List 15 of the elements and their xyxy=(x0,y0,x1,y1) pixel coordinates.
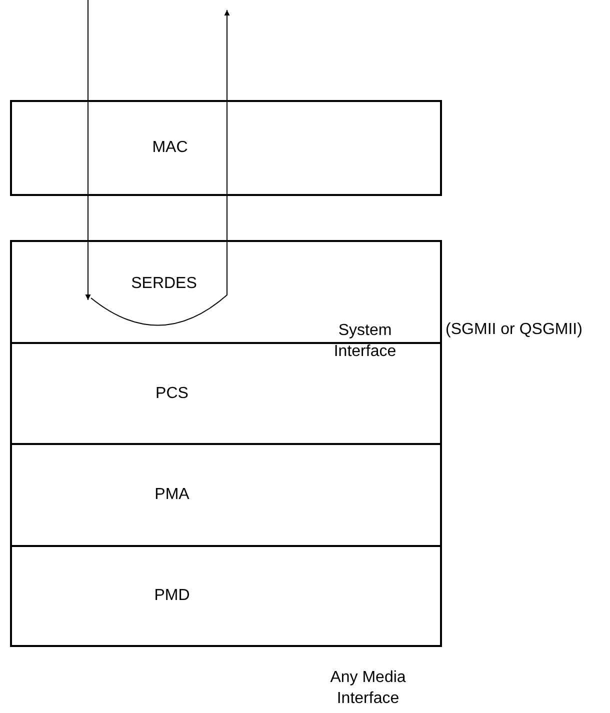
layer-box xyxy=(10,342,442,445)
interface-label: System Interface xyxy=(332,321,398,362)
interface-label: Any Media Interface xyxy=(329,668,407,709)
layer-label: PCS xyxy=(156,384,188,402)
layer-box xyxy=(10,443,442,547)
layer-box xyxy=(10,100,442,196)
interface-label: (SGMII or QSGMII) xyxy=(444,320,584,340)
layer-box xyxy=(10,545,442,647)
layer-label: PMD xyxy=(154,587,190,605)
layer-box xyxy=(10,240,442,344)
layer-label: SERDES xyxy=(131,275,197,293)
arrow xyxy=(90,10,230,326)
layer-label: PMA xyxy=(154,486,190,504)
arrow xyxy=(85,0,91,300)
layer-label: MAC xyxy=(152,139,188,157)
